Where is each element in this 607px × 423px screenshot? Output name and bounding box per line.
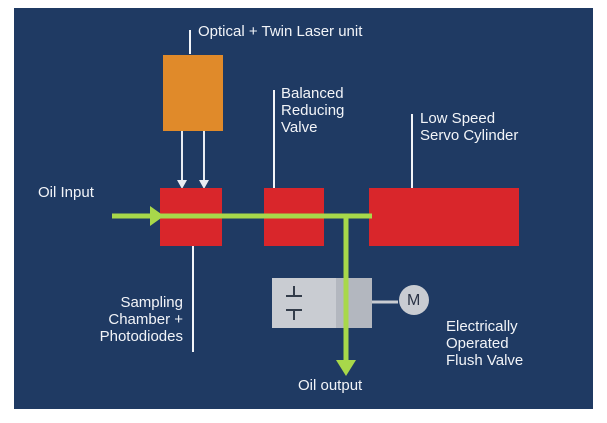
laser-unit-box — [163, 55, 223, 131]
reducing-valve-label: Balanced Reducing Valve — [281, 85, 345, 136]
sampling-chamber-label: Sampling Chamber + Photodiodes — [99, 294, 183, 345]
motor-label: M — [407, 292, 421, 309]
oil-output-label: Oil output — [298, 377, 363, 394]
laser-beam-right-arrowhead — [199, 180, 209, 189]
laser-unit-label: Optical + Twin Laser unit — [198, 23, 363, 40]
laser-beam-left-arrowhead — [177, 180, 187, 189]
oil-input-arrowhead — [150, 206, 164, 226]
servo-cylinder-box — [369, 188, 519, 246]
flush-valve-inner-block — [336, 278, 372, 328]
flush-valve-label: Electrically Operated Flush Valve — [446, 318, 524, 369]
servo-cylinder-label: Low Speed Servo Cylinder — [420, 110, 519, 144]
oil-input-label: Oil Input — [38, 184, 94, 201]
oil-output-arrowhead — [336, 360, 356, 376]
motor-circle — [399, 285, 429, 315]
